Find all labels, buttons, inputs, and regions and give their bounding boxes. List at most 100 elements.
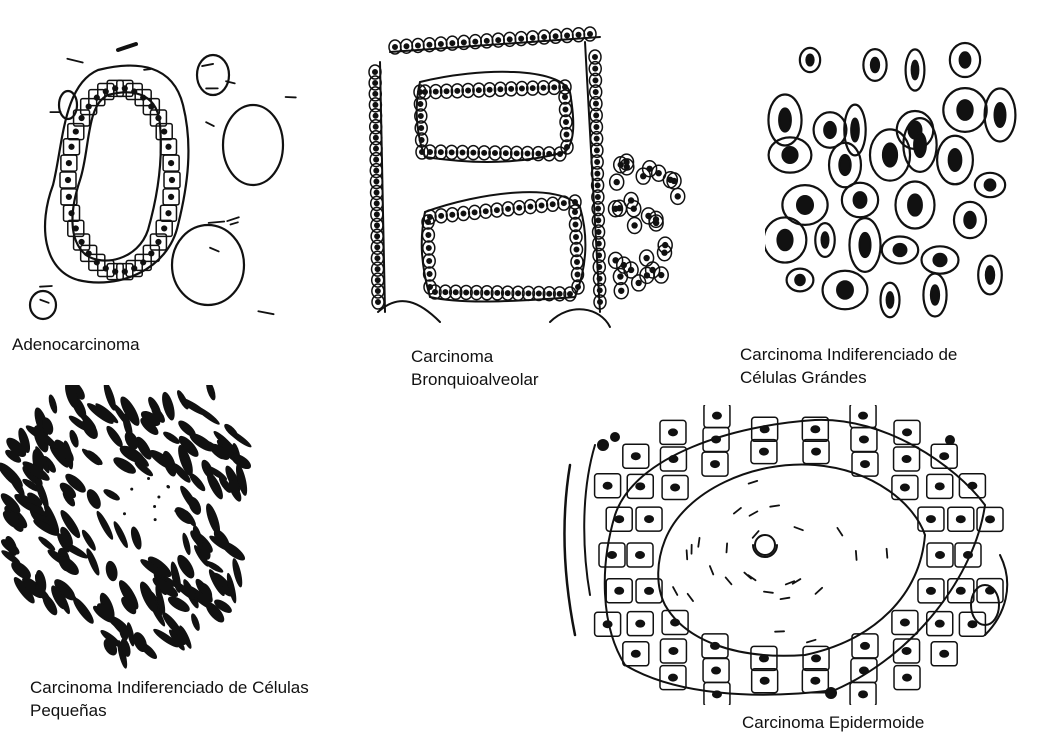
nucleus: [573, 210, 577, 214]
nucleus: [940, 651, 948, 657]
epidermoide-illustration: [555, 405, 1025, 705]
nucleus: [595, 160, 599, 164]
nucleus: [593, 55, 597, 59]
nucleus: [565, 34, 569, 38]
nucleus: [516, 291, 520, 295]
nucleus: [528, 205, 532, 209]
nucleus: [608, 552, 616, 558]
nucleus: [596, 218, 600, 222]
nucleus: [837, 281, 853, 298]
nucleus: [654, 221, 658, 225]
keratin-fiber: [734, 508, 741, 514]
nucleus: [461, 151, 465, 155]
nucleus: [526, 152, 530, 156]
nucleus: [170, 178, 174, 182]
nucleus: [760, 449, 768, 455]
nucleus: [420, 150, 424, 154]
small-nucleus: [203, 502, 223, 536]
keratin-fiber: [764, 592, 773, 593]
small-nucleus: [80, 528, 98, 552]
nucleus: [498, 87, 502, 91]
nucleus: [903, 456, 911, 462]
small-nucleus: [161, 429, 181, 446]
nucleus: [568, 292, 572, 296]
nucleus: [373, 70, 377, 74]
keratin-fiber: [673, 587, 677, 595]
nucleus: [985, 180, 996, 191]
nucleus: [471, 151, 475, 155]
caption-line: Carcinoma Indiferenciado de: [740, 343, 957, 366]
nucleus: [373, 103, 377, 107]
nucleus: [419, 114, 423, 118]
keratin-fiber: [770, 505, 779, 506]
stroma-fiber: [40, 286, 52, 287]
nucleus: [604, 621, 612, 627]
small-nucleus: [111, 520, 130, 550]
nucleus: [669, 675, 677, 681]
nucleus: [375, 223, 379, 227]
stroma-fiber: [67, 59, 82, 63]
nucleus: [537, 292, 541, 296]
nucleus: [957, 100, 972, 120]
nucleus: [593, 67, 597, 71]
nucleus: [464, 290, 468, 294]
keratin-fiber: [749, 481, 758, 484]
keratin-fiber: [688, 594, 693, 601]
stroma-fiber: [202, 64, 213, 66]
nucleus: [577, 33, 581, 37]
nucleus: [596, 183, 600, 187]
nucleus: [454, 290, 458, 294]
nucleus: [598, 288, 602, 292]
nucleus: [419, 126, 423, 130]
nucleus: [74, 226, 78, 230]
nucleus: [968, 483, 976, 489]
nucleus: [903, 648, 911, 654]
nucleus: [669, 648, 677, 654]
nucleus: [595, 148, 599, 152]
nucleus: [986, 266, 994, 283]
nucleus: [416, 43, 420, 47]
small-nucleus: [181, 532, 193, 556]
caption-line: Células Grándes: [740, 366, 957, 389]
nucleus: [778, 230, 793, 250]
nucleus: [558, 152, 562, 156]
nucleus: [462, 40, 466, 44]
nucleus: [547, 292, 551, 296]
nucleus: [374, 169, 378, 173]
nucleus: [495, 208, 499, 212]
nucleus: [632, 453, 640, 459]
nucleus: [669, 429, 677, 435]
stroma-fiber: [206, 122, 214, 126]
nucleus: [434, 90, 438, 94]
nucleus: [427, 259, 431, 263]
nucleus: [473, 210, 477, 214]
nucleus: [912, 61, 919, 80]
stroma-fiber: [227, 217, 239, 221]
nucleus: [671, 485, 679, 491]
nucleus: [632, 651, 640, 657]
nucleus: [517, 206, 521, 210]
small-nucleus: [104, 560, 119, 583]
nucleus: [70, 211, 74, 215]
nucleus: [812, 655, 820, 661]
nucleus: [860, 436, 868, 442]
nucleus: [376, 300, 380, 304]
nucleus: [594, 90, 598, 94]
nucleus: [636, 552, 644, 558]
keratin-fiber: [726, 577, 732, 584]
nucleus: [632, 223, 636, 227]
nucleus: [964, 212, 975, 228]
nucleus: [636, 621, 644, 627]
nucleus: [531, 36, 535, 40]
nucleus: [671, 619, 679, 625]
nucleus: [711, 461, 719, 467]
nucleus: [455, 89, 459, 93]
nucleus: [506, 291, 510, 295]
nucleus: [426, 233, 430, 237]
nucleus: [495, 291, 499, 295]
nucleus: [646, 214, 650, 218]
nucleus: [783, 147, 798, 163]
nucleus: [374, 136, 378, 140]
nucleus: [439, 214, 443, 218]
nucleus: [779, 109, 791, 132]
